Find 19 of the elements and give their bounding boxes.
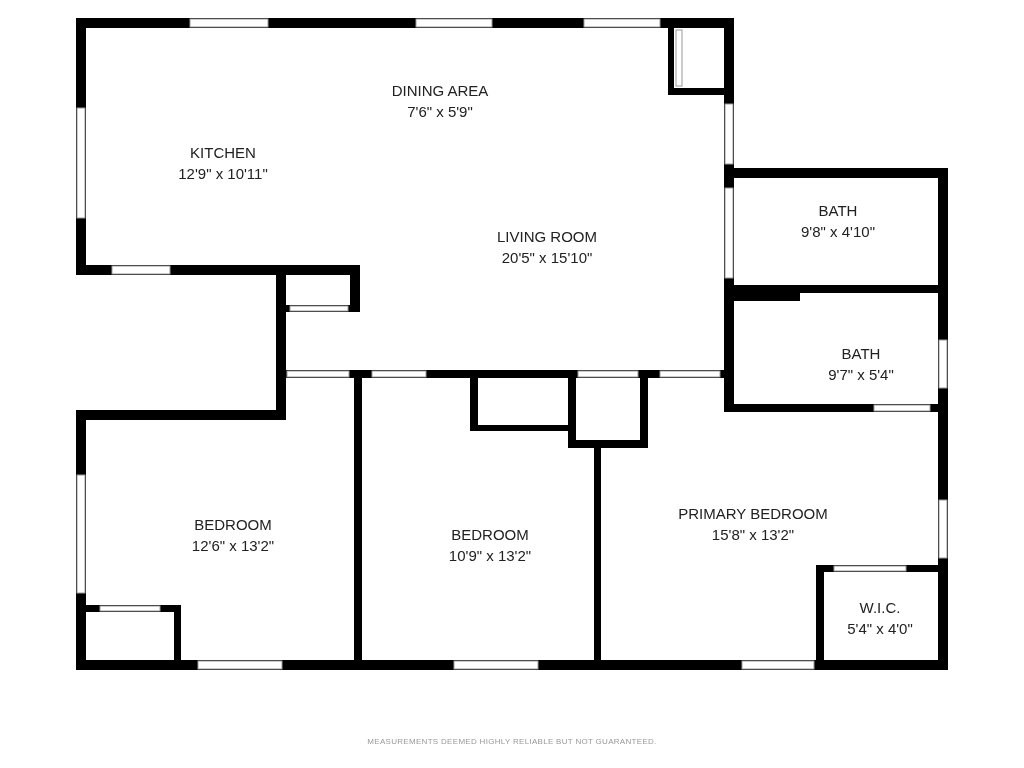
room-dimensions: 7'6" x 5'9" bbox=[406, 102, 474, 122]
room-name: PRIMARY BEDROOM bbox=[678, 504, 828, 524]
room-dimensions: 12'9" x 10'11" bbox=[178, 164, 268, 184]
room-name: W.I.C. bbox=[858, 598, 902, 618]
room-name: BEDROOM bbox=[450, 525, 530, 545]
room-name: BEDROOM bbox=[193, 515, 273, 535]
room-name: BATH bbox=[817, 201, 859, 221]
room-dimensions: 9'7" x 5'4" bbox=[828, 365, 894, 385]
room-dimensions: 9'8" x 4'10" bbox=[801, 222, 875, 242]
room-dimensions: 12'6" x 13'2" bbox=[191, 536, 275, 556]
room-name: KITCHEN bbox=[189, 143, 257, 163]
room-name: BATH bbox=[840, 344, 882, 364]
room-name: LIVING ROOM bbox=[497, 227, 597, 247]
room-dimensions: 10'9" x 13'2" bbox=[448, 546, 532, 566]
footer-note: MEASUREMENTS DEEMED HIGHLY RELIABLE BUT NOT GUARANTEED. bbox=[366, 737, 658, 746]
room-dimensions: 20'5" x 15'10" bbox=[500, 248, 594, 268]
room-name: DINING AREA bbox=[391, 81, 489, 101]
room-dimensions: 15'8" x 13'2" bbox=[710, 525, 796, 545]
room-dimensions: 5'4" x 4'0" bbox=[847, 619, 913, 639]
